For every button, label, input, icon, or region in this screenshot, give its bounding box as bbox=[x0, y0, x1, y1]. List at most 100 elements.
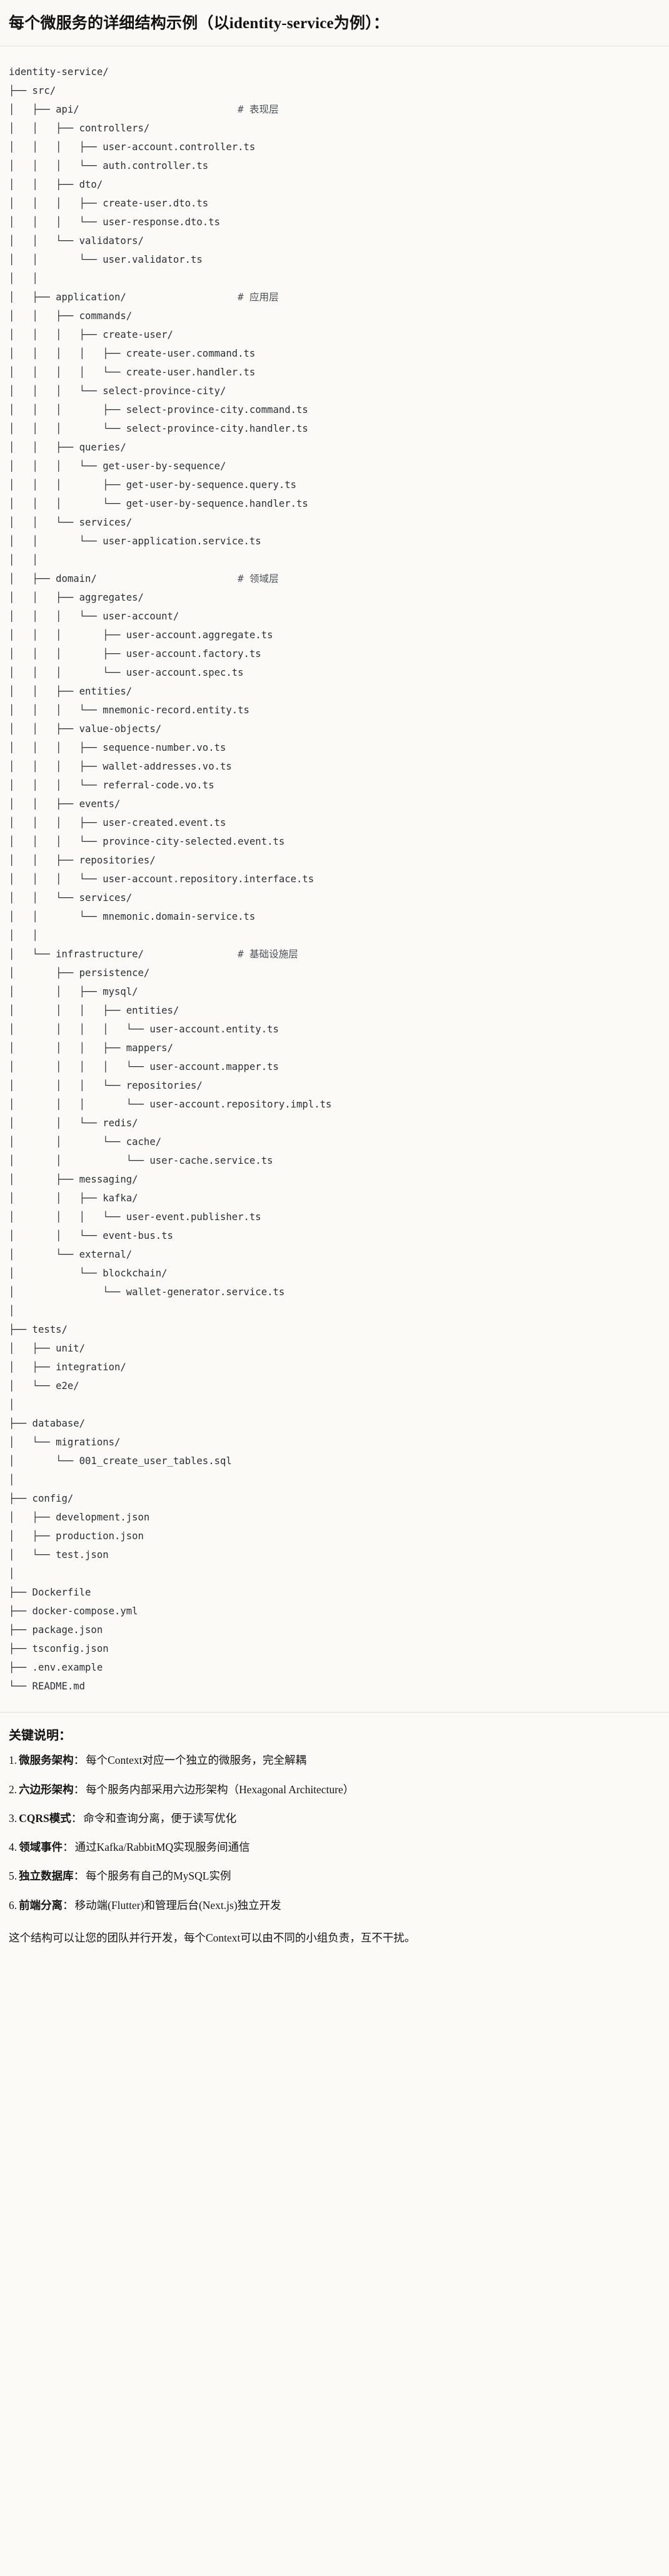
key-note-item: 3.CQRS模式：命令和查询分离，便于读写优化 bbox=[9, 1810, 660, 1826]
tree-line-comment: # 表现层 bbox=[238, 104, 279, 116]
key-note-separator: ： bbox=[63, 1898, 74, 1912]
tree-line: │ └── infrastructure/ # 基础设施层 bbox=[9, 945, 660, 964]
tree-line: ├── src/ bbox=[9, 85, 56, 97]
key-notes-heading: 关键说明： bbox=[9, 1729, 71, 1743]
tree-line: │ │ │ │ └── user-account.mapper.ts bbox=[9, 1061, 279, 1073]
tree-line: │ │ │ │ └── create-user.handler.ts bbox=[9, 367, 256, 379]
tree-line: │ │ │ ├── mappers/ bbox=[9, 1042, 173, 1054]
tree-line: │ │ │ ├── user-account.controller.ts bbox=[9, 141, 256, 153]
tree-line: │ │ │ └── referral-code.vo.ts bbox=[9, 780, 214, 792]
tree-line: │ │ │ ├── sequence-number.vo.ts bbox=[9, 742, 226, 754]
closing-note: 这个结构可以让您的团队并行开发，每个Context可以由不同的小组负责，互不干扰… bbox=[9, 1931, 416, 1944]
tree-line-comment: # 基础设施层 bbox=[238, 949, 298, 960]
key-note-separator: ： bbox=[73, 1870, 85, 1883]
tree-line: │ │ │ └── repositories/ bbox=[9, 1080, 203, 1092]
key-note-description: 移动端(Flutter)和管理后台(Next.js)独立开发 bbox=[74, 1898, 281, 1912]
tree-line: │ │ └── user-cache.service.ts bbox=[9, 1155, 273, 1167]
tree-line: │ │ │ └── user-account.repository.interf… bbox=[9, 873, 314, 885]
key-note-description: 通过Kafka/RabbitMQ实现服务间通信 bbox=[74, 1841, 250, 1853]
tree-line: │ │ └── validators/ bbox=[9, 235, 144, 247]
tree-line: │ │ │ └── user-account/ bbox=[9, 611, 179, 623]
tree-line: ├── package.json bbox=[9, 1624, 103, 1636]
key-note-description: 每个服务有自己的MySQL实例 bbox=[86, 1870, 231, 1883]
tree-line: │ │ └── services/ bbox=[9, 517, 133, 529]
tree-line: │ ├── production.json bbox=[9, 1530, 144, 1542]
tree-line: │ └── external/ bbox=[9, 1249, 133, 1261]
directory-tree: identity-service/ ├── src/ │ ├── api/ # 表现… bbox=[9, 63, 660, 1696]
tree-line: │ │ ├── events/ bbox=[9, 798, 121, 810]
tree-line: ├── tests/ bbox=[9, 1324, 68, 1336]
tree-line: │ │ │ │ └── user-account.entity.ts bbox=[9, 1024, 279, 1036]
tree-line: │ ├── persistence/ bbox=[9, 967, 150, 979]
tree-line: │ │ │ ├── user-account.factory.ts bbox=[9, 648, 261, 660]
tree-line: │ │ ├── kafka/ bbox=[9, 1193, 138, 1204]
key-note-item: 5.独立数据库：每个服务有自己的MySQL实例 bbox=[9, 1868, 660, 1884]
key-note-separator: ： bbox=[63, 1841, 74, 1853]
tree-line: │ │ │ ├── user-created.event.ts bbox=[9, 817, 226, 829]
tree-line: │ │ │ └── province-city-selected.event.t… bbox=[9, 836, 285, 848]
key-note-term: 微服务架构 bbox=[19, 1754, 74, 1767]
tree-line: │ │ └── redis/ bbox=[9, 1117, 138, 1129]
key-note-separator: ： bbox=[73, 1783, 85, 1796]
key-note-separator: ： bbox=[71, 1811, 83, 1825]
tree-line: │ │ │ └── user-response.dto.ts bbox=[9, 216, 220, 228]
tree-line: │ │ ├── entities/ bbox=[9, 686, 133, 698]
key-note-term: 独立数据库 bbox=[19, 1870, 74, 1883]
tree-line: │ │ ├── queries/ bbox=[9, 442, 126, 454]
tree-line: │ │ ├── commands/ bbox=[9, 310, 133, 322]
tree-line: │ │ │ └── user-event.publisher.ts bbox=[9, 1211, 261, 1223]
document-page: 每个微服务的详细结构示例（以identity-service为例）： ident… bbox=[0, 0, 669, 1962]
tree-line: │ │ │ ├── create-user/ bbox=[9, 329, 173, 341]
tree-line: │ │ │ └── select-province-city.handler.t… bbox=[9, 423, 308, 435]
tree-line: │ ├── domain/ # 领域层 bbox=[9, 569, 660, 588]
tree-line: │ │ ├── mysql/ bbox=[9, 986, 138, 998]
directory-tree-block: identity-service/ ├── src/ │ ├── api/ # 表现… bbox=[0, 46, 669, 1713]
tree-line: ├── tsconfig.json bbox=[9, 1643, 109, 1655]
tree-line: │ └── e2e/ bbox=[9, 1380, 79, 1392]
page-title: 每个微服务的详细结构示例（以identity-service为例）： bbox=[9, 15, 390, 32]
tree-line: │ └── blockchain/ bbox=[9, 1268, 168, 1280]
key-notes-block: 关键说明： 1.微服务架构：每个Context对应一个独立的微服务，完全解耦 2.… bbox=[0, 1713, 669, 1962]
key-notes-list: 1.微服务架构：每个Context对应一个独立的微服务，完全解耦 2.六边形架构：… bbox=[9, 1752, 660, 1913]
tree-line: │ ├── api/ # 表现层 bbox=[9, 100, 660, 119]
tree-line: identity-service/ bbox=[9, 66, 109, 78]
key-note-number: 2. bbox=[9, 1783, 18, 1796]
tree-line: │ │ │ └── get-user-by-sequence.handler.t… bbox=[9, 498, 308, 510]
tree-line: │ │ bbox=[9, 554, 38, 566]
tree-line: └── README.md bbox=[9, 1681, 86, 1693]
tree-line: │ └── wallet-generator.service.ts bbox=[9, 1286, 285, 1298]
tree-line: │ ├── development.json bbox=[9, 1512, 150, 1524]
tree-line: │ │ ├── dto/ bbox=[9, 179, 103, 191]
tree-line: │ │ ├── aggregates/ bbox=[9, 592, 144, 604]
tree-line: ├── database/ bbox=[9, 1418, 86, 1430]
document-header: 每个微服务的详细结构示例（以identity-service为例）： bbox=[0, 0, 669, 47]
tree-line-path: │ └── infrastructure/ bbox=[9, 949, 238, 960]
tree-line: │ │ ├── controllers/ bbox=[9, 123, 150, 135]
tree-line: │ │ └── user-application.service.ts bbox=[9, 536, 261, 547]
tree-line: │ │ └── event-bus.ts bbox=[9, 1230, 173, 1242]
tree-line: │ │ │ │ ├── create-user.command.ts bbox=[9, 348, 256, 360]
tree-line: │ │ bbox=[9, 273, 38, 285]
tree-line: ├── .env.example bbox=[9, 1662, 103, 1674]
key-note-item: 6.前端分离：移动端(Flutter)和管理后台(Next.js)独立开发 bbox=[9, 1897, 660, 1913]
tree-line: │ │ │ └── user-account.repository.impl.t… bbox=[9, 1099, 332, 1111]
tree-line: │ │ │ └── get-user-by-sequence/ bbox=[9, 461, 226, 472]
tree-line-path: │ ├── application/ bbox=[9, 292, 238, 303]
key-note-term: 领域事件 bbox=[19, 1841, 63, 1853]
tree-line: │ bbox=[9, 1305, 15, 1317]
key-note-item: 2.六边形架构：每个服务内部采用六边形架构（Hexagonal Architec… bbox=[9, 1781, 660, 1798]
key-note-item: 1.微服务架构：每个Context对应一个独立的微服务，完全解耦 bbox=[9, 1752, 660, 1768]
key-note-number: 4. bbox=[9, 1841, 18, 1853]
key-note-description: 命令和查询分离，便于读写优化 bbox=[83, 1811, 237, 1825]
tree-line: │ └── 001_create_user_tables.sql bbox=[9, 1455, 232, 1467]
tree-line: │ │ │ └── select-province-city/ bbox=[9, 385, 226, 397]
tree-line: │ ├── unit/ bbox=[9, 1343, 86, 1355]
tree-line: │ │ └── user.validator.ts bbox=[9, 254, 203, 266]
key-note-number: 1. bbox=[9, 1754, 18, 1767]
tree-line: │ │ │ └── mnemonic-record.entity.ts bbox=[9, 705, 249, 716]
tree-line: │ │ │ ├── select-province-city.command.t… bbox=[9, 404, 308, 416]
tree-line: ├── docker-compose.yml bbox=[9, 1606, 138, 1617]
tree-line: │ │ bbox=[9, 930, 38, 942]
key-note-separator: ： bbox=[73, 1754, 85, 1767]
tree-line-path: │ ├── domain/ bbox=[9, 573, 238, 585]
